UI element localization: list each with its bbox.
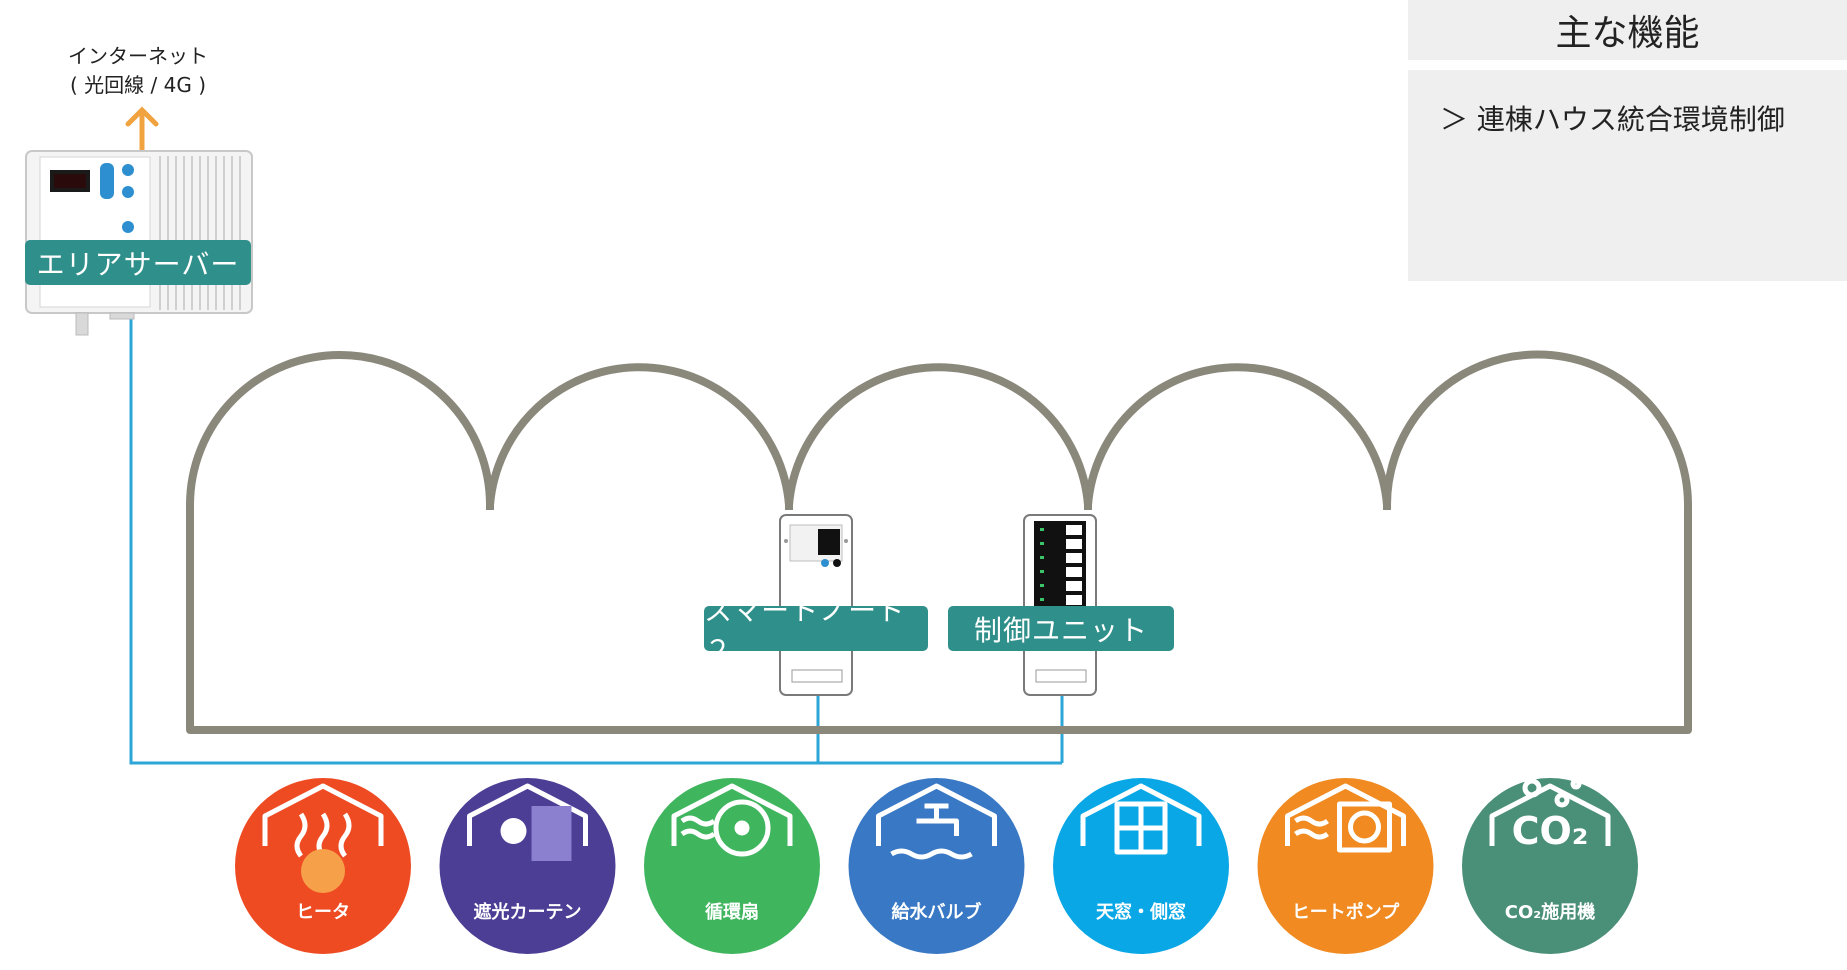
equipment-item: 天窓・側窓	[1053, 778, 1229, 954]
heater-icon	[262, 783, 384, 893]
equipment-label: 給水バルブ	[892, 901, 982, 923]
equipment-circle	[439, 778, 616, 954]
control-unit-label: 制御ユニット	[948, 606, 1174, 651]
heat-pump-icon	[1285, 783, 1406, 853]
equipment-label: 天窓・側窓	[1096, 901, 1186, 923]
equipment-icons: ヒータ 遮光カーテン 循環扇 給水バルブ 天窓・側窓 ヒートポンプ CO₂ CO₂施用機	[235, 778, 1638, 954]
feature-item: ＞ 連棟ハウス統合環境制御	[1440, 103, 1785, 136]
greenhouse-outline	[186, 350, 1692, 734]
area-server-label: エリアサーバー	[25, 240, 251, 285]
panel-title: 主な機能	[1408, 0, 1847, 60]
equipment-item: 循環扇	[644, 778, 820, 954]
control-unit-device	[1023, 514, 1097, 696]
internet-label-line1: インターネット	[68, 44, 208, 68]
equipment-label: ヒートポンプ	[1292, 901, 1400, 923]
network-cable	[129, 312, 1064, 765]
smart-node-label: スマートノード２	[704, 594, 928, 667]
feature-panel	[1408, 70, 1847, 281]
equipment-item: 給水バルブ	[848, 778, 1025, 954]
equipment-label: 遮光カーテン	[474, 901, 582, 923]
co2-icon	[1489, 778, 1611, 846]
greenhouse-gutters	[486, 505, 1391, 510]
equipment-circle	[848, 778, 1025, 954]
shade-curtain-icon	[467, 783, 588, 861]
equipment-circle	[1053, 778, 1229, 954]
equipment-label: CO₂施用機	[1505, 901, 1595, 923]
equipment-circle	[644, 778, 820, 954]
co2-icon-text: CO₂	[1512, 809, 1589, 853]
equipment-label: 循環扇	[705, 901, 759, 923]
equipment-label: ヒータ	[296, 902, 350, 923]
internet-label-line2: ( 光回線 / 4G )	[70, 73, 206, 97]
equipment-circle	[1462, 778, 1638, 954]
internet-arrow-icon	[125, 106, 159, 153]
equipment-item: CO₂ CO₂施用機	[1462, 778, 1638, 954]
internet-label: インターネット ( 光回線 / 4G )	[40, 42, 236, 100]
window-icon	[1080, 783, 1202, 855]
equipment-item: 遮光カーテン	[439, 778, 616, 954]
equipment-item: ヒートポンプ	[1257, 778, 1434, 954]
water-valve-icon	[876, 783, 997, 860]
equipment-item: ヒータ	[235, 778, 411, 954]
circulation-fan-icon	[671, 783, 793, 857]
